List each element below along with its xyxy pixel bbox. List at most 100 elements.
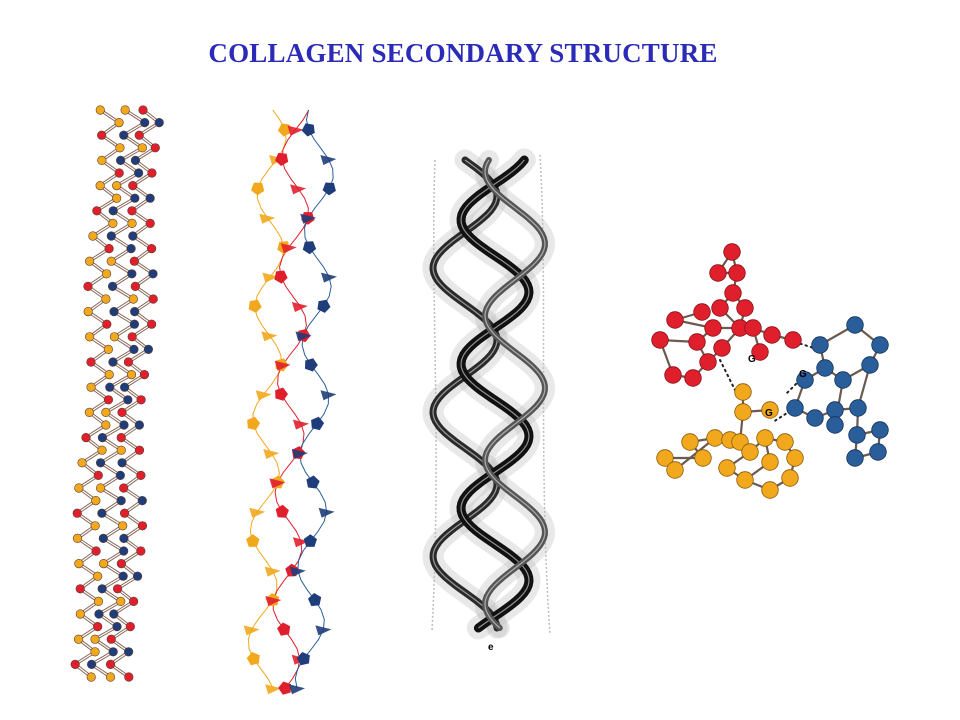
helix-boundary-left bbox=[431, 159, 437, 631]
chain-atom bbox=[97, 508, 107, 518]
chain-atom bbox=[97, 155, 107, 166]
chain-atom bbox=[117, 458, 127, 468]
cs-atom bbox=[834, 371, 852, 389]
chain-atom bbox=[129, 319, 140, 329]
chain-atom bbox=[108, 218, 118, 228]
cs-atom bbox=[846, 449, 864, 467]
cs-atom bbox=[711, 299, 729, 317]
chain-atom bbox=[124, 647, 134, 657]
chain-atom bbox=[95, 105, 105, 115]
cs-atom bbox=[706, 429, 724, 447]
cs-atom bbox=[786, 449, 804, 467]
chain-atom bbox=[147, 168, 157, 178]
chain-atom bbox=[93, 571, 103, 581]
cs-atom bbox=[796, 371, 814, 389]
cs-atom bbox=[826, 401, 844, 419]
cs-atom bbox=[781, 469, 799, 487]
chain-atom bbox=[124, 672, 134, 682]
cs-atom bbox=[723, 243, 741, 261]
chain-atom bbox=[101, 294, 111, 304]
ribbon-wedge bbox=[318, 507, 335, 518]
chain-atom bbox=[105, 382, 115, 392]
chain-atom bbox=[106, 634, 116, 644]
glycine-label-red: G bbox=[748, 354, 756, 365]
chain-atom bbox=[139, 370, 150, 380]
chain-atom bbox=[95, 180, 105, 191]
chain-atom bbox=[104, 244, 114, 254]
cs-atom bbox=[756, 429, 774, 447]
cs-hydrogen-bond bbox=[772, 407, 796, 423]
cs-atom bbox=[744, 319, 762, 337]
cs-atom bbox=[651, 331, 669, 349]
chain-atom bbox=[105, 659, 116, 670]
chain-atom bbox=[127, 269, 137, 279]
chain-atom bbox=[145, 218, 155, 228]
cs-atom bbox=[656, 449, 674, 467]
ribbon-pentagon bbox=[246, 652, 260, 666]
chain-atom bbox=[154, 117, 164, 128]
helix-ribbon-strands bbox=[429, 155, 548, 633]
chain-atom bbox=[112, 584, 123, 594]
chain-atom bbox=[101, 420, 111, 430]
page-title: COLLAGEN SECONDARY STRUCTURE bbox=[208, 38, 718, 68]
ribbon-backbone-2 bbox=[294, 109, 334, 689]
chain-atom bbox=[90, 634, 100, 644]
chain-atom bbox=[148, 294, 158, 304]
chain-atom bbox=[130, 307, 140, 317]
chain-atom bbox=[72, 508, 82, 518]
ribbon-wedge bbox=[287, 125, 304, 136]
ribbon-pentagon bbox=[277, 622, 291, 636]
cs-atom bbox=[861, 356, 879, 374]
chain-atom bbox=[95, 458, 106, 468]
ribbon-pentagon bbox=[306, 475, 320, 489]
cs-atom bbox=[869, 443, 887, 461]
pentagon-ribbon-chains-diagram bbox=[243, 109, 338, 695]
chain-atom bbox=[86, 382, 96, 392]
cs-atom bbox=[761, 401, 779, 419]
cs-atom bbox=[664, 366, 682, 384]
chain-atom bbox=[98, 533, 108, 544]
chain-atom bbox=[101, 269, 112, 279]
chain-atom bbox=[109, 332, 119, 342]
chain-atom bbox=[120, 382, 130, 392]
chain-atom bbox=[112, 193, 122, 203]
chain-atom bbox=[70, 659, 80, 670]
chain-atom bbox=[132, 571, 143, 581]
chain-atom bbox=[126, 370, 137, 380]
chain-atom bbox=[93, 596, 104, 607]
chain-atom bbox=[116, 496, 126, 506]
ribbon-pentagon bbox=[303, 534, 317, 547]
chain-atom bbox=[103, 344, 113, 354]
chain-atom bbox=[97, 433, 108, 443]
cs-atom bbox=[816, 359, 834, 377]
chain-atom bbox=[126, 244, 136, 254]
chain-atom bbox=[91, 546, 101, 556]
cs-atom bbox=[846, 316, 864, 334]
cs-atom bbox=[826, 416, 844, 434]
chain-atom bbox=[115, 143, 125, 153]
chain-atom bbox=[75, 584, 85, 594]
chain-atom bbox=[114, 168, 124, 178]
helix-panel-label: e bbox=[488, 642, 494, 653]
chain-atom bbox=[118, 571, 128, 581]
chain-atom bbox=[92, 206, 102, 216]
ribbon-wedge bbox=[291, 449, 308, 459]
chain-atoms bbox=[70, 105, 164, 682]
chain-atom bbox=[104, 370, 114, 380]
ribbon-pentagon bbox=[247, 416, 261, 431]
ribbon-pentagon bbox=[296, 652, 310, 666]
cs-atom bbox=[751, 343, 769, 361]
helix-strand-highlight-2 bbox=[484, 159, 546, 629]
cs-atom bbox=[736, 299, 754, 317]
ribbon-pentagon bbox=[275, 387, 288, 401]
chain-atom bbox=[134, 445, 145, 455]
cs-atom bbox=[806, 409, 824, 427]
cs-atom bbox=[718, 459, 736, 477]
cs-atom bbox=[713, 339, 731, 357]
ribbon-pentagon bbox=[305, 358, 318, 372]
chain-atom bbox=[137, 143, 147, 153]
chain-atom bbox=[125, 621, 135, 632]
cs-atom bbox=[666, 311, 684, 329]
ribbon-wedge bbox=[264, 566, 281, 577]
chain-atom bbox=[85, 256, 95, 266]
